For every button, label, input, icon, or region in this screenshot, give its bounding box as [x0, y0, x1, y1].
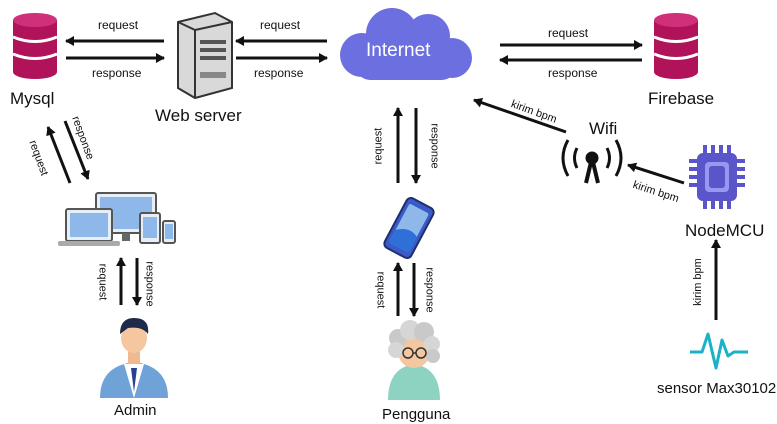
edge-label-request: request	[98, 18, 139, 32]
sensor-label: sensor Max30102	[657, 380, 777, 397]
edge-label-request: request	[372, 127, 385, 165]
edge-label-response: response	[428, 123, 441, 169]
pengguna-person-icon	[388, 320, 440, 400]
arrows	[46, 36, 721, 320]
devices-icon	[58, 192, 176, 246]
arrow-nodemcu-to-wifi	[627, 162, 685, 185]
internet-label: Internet	[366, 40, 431, 61]
sensor-heartbeat-icon	[690, 332, 748, 370]
admin-label: Admin	[114, 402, 157, 419]
mysql-database-icon	[12, 13, 58, 79]
firebase-label: Firebase	[648, 89, 715, 108]
smartphone-icon	[383, 196, 435, 260]
edge-label-request: request	[548, 26, 589, 40]
edge-label-response: response	[143, 261, 156, 307]
web-server-label: Web server	[155, 106, 242, 125]
edge-label-response: response	[92, 66, 142, 80]
nodemcu-chip-icon	[689, 145, 745, 209]
web-server-icon	[177, 11, 233, 100]
edge-label-kirim-bpm: kirim bpm	[691, 258, 704, 306]
edge-label-response: response	[548, 66, 598, 80]
arrow-wifi-to-internet	[473, 97, 567, 134]
edge-label-request: request	[260, 18, 301, 32]
nodemcu-label: NodeMCU	[685, 221, 765, 240]
mysql-label: Mysql	[10, 89, 55, 108]
edge-label-response: response	[423, 267, 436, 313]
wifi-label: Wifi	[589, 119, 618, 138]
internet-cloud-icon	[340, 8, 472, 80]
arrow-mysql-to-devices	[63, 120, 90, 180]
wifi-tower-icon	[561, 139, 623, 184]
edge-label-response: response	[254, 66, 304, 80]
pengguna-label: Pengguna	[382, 406, 451, 423]
edge-label-request: request	[96, 263, 109, 301]
edge-label-request: request	[374, 271, 387, 309]
admin-person-icon	[100, 318, 168, 398]
firebase-database-icon	[653, 13, 699, 79]
arrow-devices-to-mysql	[46, 126, 72, 184]
